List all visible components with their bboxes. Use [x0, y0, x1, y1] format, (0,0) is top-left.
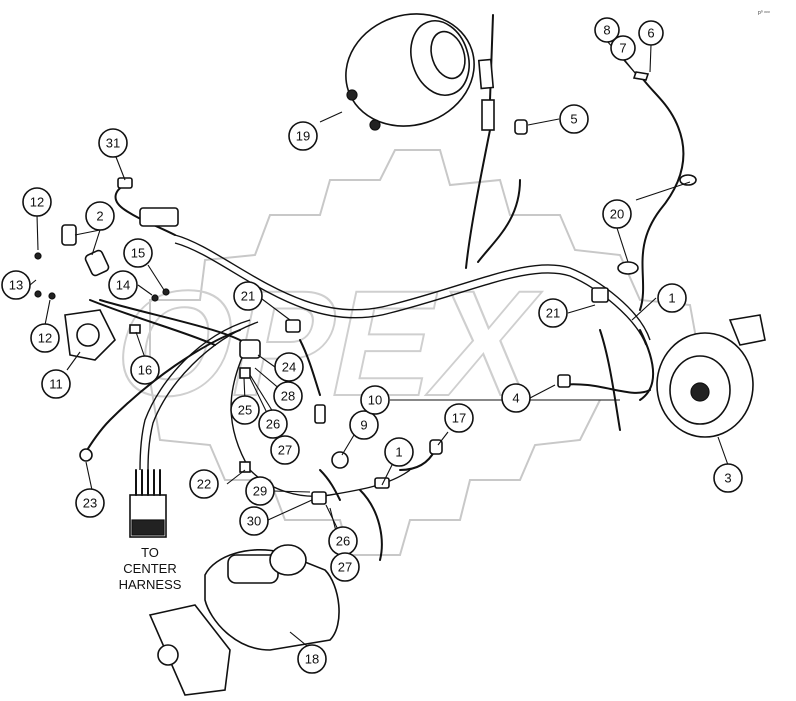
- svg-text:9: 9: [360, 418, 367, 433]
- ac-compressor: [345, 13, 495, 131]
- callout-c28: 28: [273, 381, 303, 411]
- svg-text:20: 20: [610, 207, 624, 222]
- svg-text:7: 7: [619, 41, 626, 56]
- svg-text:3: 3: [724, 471, 731, 486]
- svg-text:24: 24: [282, 360, 296, 375]
- callout-c27b: 27: [330, 552, 360, 582]
- note-line-2: CENTER: [123, 561, 176, 576]
- svg-text:12: 12: [38, 331, 52, 346]
- svg-text:17: 17: [452, 411, 466, 426]
- callout-c1a: 1: [657, 283, 687, 313]
- callout-c18: 18: [297, 644, 327, 674]
- callout-c14: 14: [108, 270, 138, 300]
- callout-c1b: 1: [384, 437, 414, 467]
- callout-c9: 9: [349, 410, 379, 440]
- svg-text:26: 26: [336, 534, 350, 549]
- svg-text:5: 5: [570, 112, 577, 127]
- note-line-1: TO: [141, 545, 159, 560]
- svg-text:13: 13: [9, 278, 23, 293]
- svg-text:6: 6: [647, 26, 654, 41]
- center-harness-note: TO CENTER HARNESS: [119, 545, 182, 592]
- callout-c21a: 21: [233, 281, 263, 311]
- relay: [64, 309, 116, 361]
- callout-c12b: 12: [30, 323, 60, 353]
- callout-c24: 24: [274, 352, 304, 382]
- svg-text:2: 2: [96, 209, 103, 224]
- callout-c2: 2: [85, 201, 115, 231]
- svg-text:26: 26: [266, 417, 280, 432]
- svg-text:18: 18: [305, 652, 319, 667]
- svg-text:21: 21: [546, 306, 560, 321]
- svg-text:10: 10: [368, 393, 382, 408]
- svg-text:23: 23: [83, 496, 97, 511]
- svg-text:15: 15: [131, 246, 145, 261]
- svg-text:1: 1: [395, 445, 402, 460]
- callout-c16: 16: [130, 355, 160, 385]
- callout-c26b: 26: [328, 526, 358, 556]
- center-harness-connector: [129, 469, 167, 538]
- callout-c15: 15: [123, 238, 153, 268]
- callout-c29: 29: [245, 476, 275, 506]
- callout-c26a: 26: [258, 409, 288, 439]
- corner-mark: p⁰ ᵒᵒᵒ: [758, 10, 770, 16]
- callout-c11: 11: [41, 369, 71, 399]
- svg-text:30: 30: [247, 514, 261, 529]
- callout-c12a: 12: [22, 187, 52, 217]
- callout-c5: 5: [559, 104, 589, 134]
- callout-c17: 17: [444, 403, 474, 433]
- svg-text:21: 21: [241, 289, 255, 304]
- harness-wires: [85, 14, 685, 561]
- svg-text:29: 29: [253, 484, 267, 499]
- callout-c21b: 21: [538, 298, 568, 328]
- callout-c31: 31: [98, 128, 128, 158]
- callout-c25: 25: [230, 395, 260, 425]
- callout-c7: 7: [610, 35, 636, 61]
- callout-c13: 13: [1, 270, 31, 300]
- svg-text:4: 4: [512, 391, 519, 406]
- callout-c23: 23: [75, 488, 105, 518]
- svg-text:8: 8: [603, 23, 610, 38]
- svg-text:31: 31: [106, 136, 120, 151]
- svg-text:27: 27: [338, 560, 352, 575]
- svg-text:25: 25: [238, 403, 252, 418]
- callout-c6: 6: [638, 20, 664, 46]
- callout-c4: 4: [501, 383, 531, 413]
- callout-c8: 8: [594, 17, 620, 43]
- note-line-3: HARNESS: [119, 577, 182, 592]
- small-parts: [34, 71, 697, 505]
- starter-motor: [148, 544, 340, 696]
- callout-c19: 19: [288, 121, 318, 151]
- callout-c20: 20: [602, 199, 632, 229]
- callout-c22: 22: [189, 469, 219, 499]
- callout-c10: 10: [360, 385, 390, 415]
- svg-text:19: 19: [296, 129, 310, 144]
- svg-text:1: 1: [668, 291, 675, 306]
- svg-text:27: 27: [278, 443, 292, 458]
- svg-text:11: 11: [49, 377, 63, 392]
- svg-text:12: 12: [30, 195, 44, 210]
- svg-text:22: 22: [197, 477, 211, 492]
- alternator: [656, 314, 766, 438]
- svg-text:16: 16: [138, 363, 152, 378]
- callout-c3: 3: [713, 463, 743, 493]
- svg-text:28: 28: [281, 389, 295, 404]
- svg-text:14: 14: [116, 278, 130, 293]
- callout-c27a: 27: [270, 435, 300, 465]
- callout-c30: 30: [239, 506, 269, 536]
